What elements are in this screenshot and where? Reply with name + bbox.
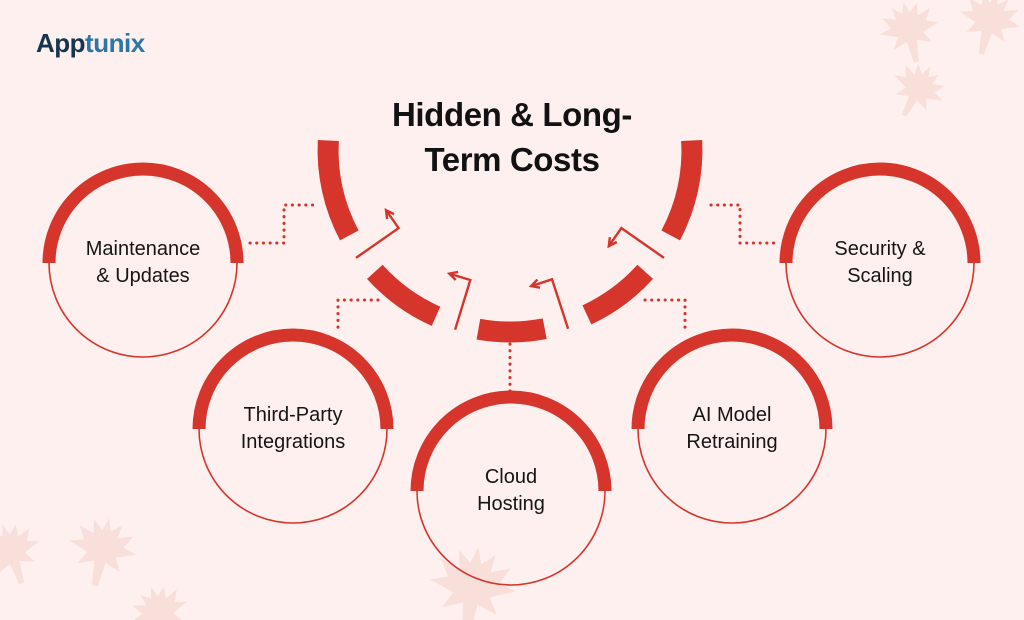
node-ring [42,162,244,358]
title-line-2: Term Costs [424,141,600,178]
dotted-connector [709,203,777,245]
node-ring [631,328,833,524]
node-label-line-1: Security & [834,238,926,260]
node-maintenance-updates: Maintenance & Updates [39,159,247,367]
logo-text-dark: App [36,28,86,58]
dotted-connector [336,298,380,335]
arc-segment [366,264,441,326]
node-label: Third-Party Integrations [189,325,397,533]
page-title: Hidden & Long- Term Costs [0,92,1024,182]
node-security-scaling: Security & Scaling [776,159,984,367]
node-label: Security & Scaling [776,159,984,367]
title-line-1: Hidden & Long- [391,96,632,133]
node-label-line-2: Integrations [240,431,346,453]
node-label-line-1: AI Model [692,404,772,426]
arc-segment [476,318,547,343]
outward-arrow-icon [607,226,665,259]
arc-segment [661,139,703,241]
node-ring [779,162,981,358]
node-ai-model-retraining: AI Model Retraining [628,325,836,533]
outward-arrow-icon [446,270,472,331]
arc-segment [317,139,359,241]
apptunix-logo: Apptunix [36,28,145,59]
logo-text-blue: tunix [85,28,145,58]
node-label-line-1: Cloud [484,466,538,488]
node-third-party-integrations: Third-Party Integrations [189,325,397,533]
node-ring [192,328,394,524]
node-label-line-2: Hosting [477,493,545,515]
node-ring [410,390,612,586]
arc-segment [582,264,653,325]
outward-arrow-icon [528,277,570,330]
node-label-line-1: Maintenance [85,238,201,260]
node-cloud-hosting: Cloud Hosting [407,387,615,595]
node-label: Maintenance & Updates [39,159,247,367]
node-label-line-1: Third-Party [243,404,343,426]
node-label-line-2: & Updates [96,265,190,287]
dotted-connector [643,298,687,335]
node-label: AI Model Retraining [628,325,836,533]
node-label-line-2: Retraining [686,431,778,453]
dotted-connector [248,203,315,245]
node-label: Cloud Hosting [407,387,615,595]
outward-arrow-icon [355,207,401,259]
node-label-line-2: Scaling [847,265,913,287]
